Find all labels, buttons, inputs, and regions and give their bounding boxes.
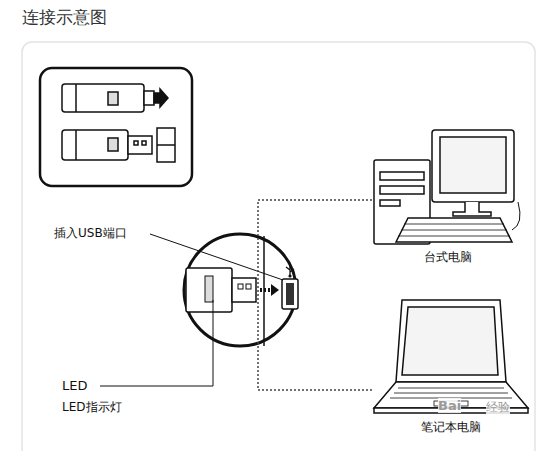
node-label: 台式电脑 [422,250,474,264]
watermark: Bai [438,398,461,413]
node-label: 笔记本电脑 [419,420,483,434]
panel [22,42,535,451]
watermark: 经验 [486,399,510,416]
laptop-computer: 笔记本电脑 [370,294,532,442]
magnifier [184,234,298,346]
callout-label: LED [62,378,87,393]
inset [40,68,192,186]
desktop-computer: 台式电脑 [368,124,528,272]
leader-line [100,234,283,386]
callout-label: 插入USB端口 [54,225,127,242]
callout-label: LED指示灯 [62,399,122,416]
dotted-connector [258,200,374,390]
title: 连接示意图 [22,6,107,29]
